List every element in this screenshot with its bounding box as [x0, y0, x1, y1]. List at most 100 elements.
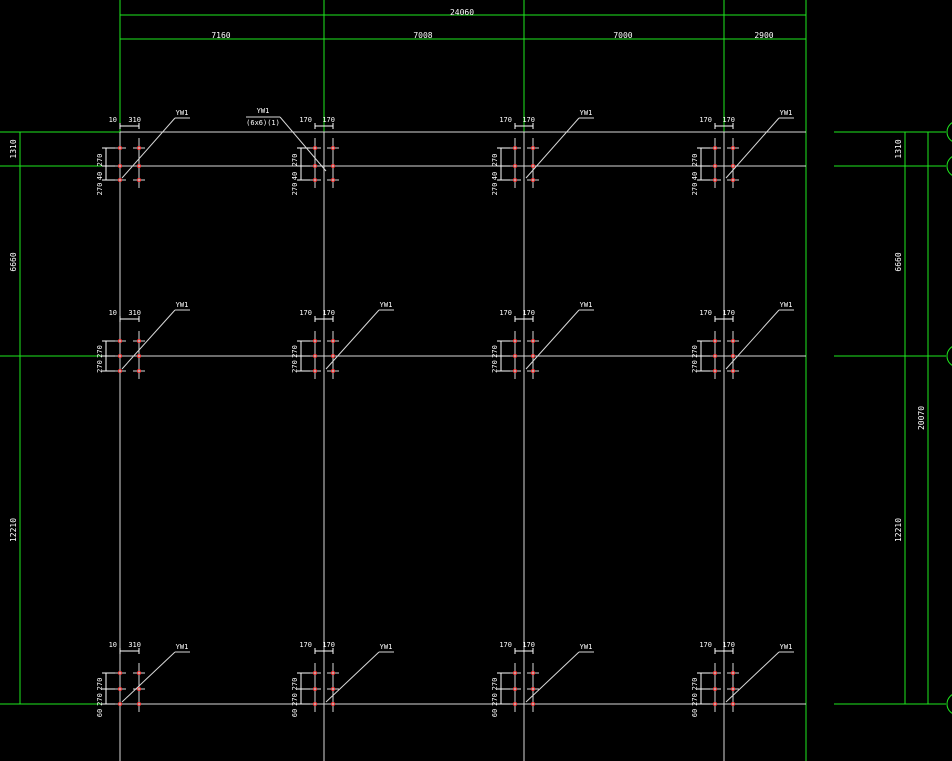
tag-leader-line: [279, 116, 327, 172]
pile-mark: [731, 687, 735, 691]
right-dimension-2: 6660: [894, 252, 903, 271]
pile-mark: [513, 164, 517, 168]
pile-mark: [118, 178, 122, 182]
pile-offset-vertical: 270: [691, 693, 699, 706]
span-dimension-3: 7000: [613, 31, 632, 40]
axis-bubble[interactable]: [946, 155, 952, 177]
pile-mark: [137, 339, 141, 343]
pile-mark: [513, 178, 517, 182]
pile-offset-vertical: 270: [691, 678, 699, 691]
pile-offset-vertical: 270: [491, 693, 499, 706]
column-tag: YW1: [780, 301, 793, 309]
pile-mark: [531, 687, 535, 691]
tag-leader-line: [525, 651, 580, 703]
pile-offset-vertical: 60: [96, 709, 104, 717]
pile-offset-vertical: 270: [96, 183, 104, 196]
pile-mark: [313, 354, 317, 358]
pile-mark: [137, 369, 141, 373]
span-dimension-2: 7008: [413, 31, 432, 40]
pile-mark: [731, 164, 735, 168]
pile-mark: [731, 369, 735, 373]
pile-mark: [713, 178, 717, 182]
pile-offset-vertical: 60: [691, 709, 699, 717]
pile-mark: [313, 146, 317, 150]
pile-mark: [731, 178, 735, 182]
pile-offset-left: 170: [299, 309, 312, 317]
pile-mark: [137, 671, 141, 675]
pile-offset-right: 170: [322, 309, 335, 317]
pile-mark: [313, 687, 317, 691]
pile-mark: [118, 369, 122, 373]
right-dimension-3: 12210: [894, 518, 903, 542]
pile-mark: [118, 702, 122, 706]
pile-mark: [331, 178, 335, 182]
pile-offset-right: 170: [722, 641, 735, 649]
pile-mark: [118, 687, 122, 691]
pile-offset-vertical: 270: [96, 360, 104, 373]
grid-lines: [119, 131, 806, 761]
pile-mark: [531, 354, 535, 358]
axis-bubble[interactable]: [946, 345, 952, 367]
pile-offset-vertical: 270: [491, 360, 499, 373]
pile-mark: [513, 354, 517, 358]
tag-leader-line: [725, 651, 780, 703]
pile-offset-vertical: 270: [691, 154, 699, 167]
pile-mark: [118, 146, 122, 150]
pile-offset-vertical: 270: [291, 360, 299, 373]
pile-mark: [118, 164, 122, 168]
tag-leader-line: [725, 117, 780, 179]
pile-mark: [313, 178, 317, 182]
column-tag: YW1: [176, 643, 189, 651]
left-dimension-3: 12210: [9, 518, 18, 542]
tag-leader-line: [525, 309, 580, 370]
pile-mark: [713, 671, 717, 675]
column-tag: YW1: [257, 107, 270, 115]
column-tag: YW1: [380, 301, 393, 309]
pile-offset-right: 310: [128, 116, 141, 124]
pile-mark: [713, 354, 717, 358]
pile-offset-vertical: 270: [96, 693, 104, 706]
pile-mark: [331, 687, 335, 691]
pile-offset-vertical: 270: [96, 678, 104, 691]
tag-leader-line: [325, 309, 380, 370]
pile-offset-right: 170: [522, 116, 535, 124]
pile-mark: [331, 702, 335, 706]
column-tag: YW1: [780, 109, 793, 117]
pile-mark: [531, 369, 535, 373]
tag-leader-line: [325, 651, 380, 703]
pile-offset-left: 170: [299, 116, 312, 124]
pile-mark: [731, 146, 735, 150]
pile-offset-vertical: 270: [491, 154, 499, 167]
pile-mark: [137, 164, 141, 168]
pile-offset-right: 170: [522, 309, 535, 317]
column-tag: YW1: [176, 301, 189, 309]
pile-mark: [118, 671, 122, 675]
tag-leader-line: [121, 651, 176, 703]
tag-leader-line: [121, 309, 176, 370]
pile-mark: [331, 339, 335, 343]
pile-offset-left: 170: [699, 116, 712, 124]
axis-bubble[interactable]: [946, 693, 952, 715]
pile-offset-right: 170: [722, 309, 735, 317]
left-dimension-1: 1310: [9, 139, 18, 158]
right-dimension-1: 1310: [894, 139, 903, 158]
pile-offset-vertical: 40: [291, 172, 299, 180]
right-overall-dimension: 20070: [917, 406, 926, 430]
column-tag: YW1: [780, 643, 793, 651]
pile-mark: [731, 354, 735, 358]
pile-offset-vertical: 270: [691, 183, 699, 196]
axis-bubble[interactable]: [946, 121, 952, 143]
